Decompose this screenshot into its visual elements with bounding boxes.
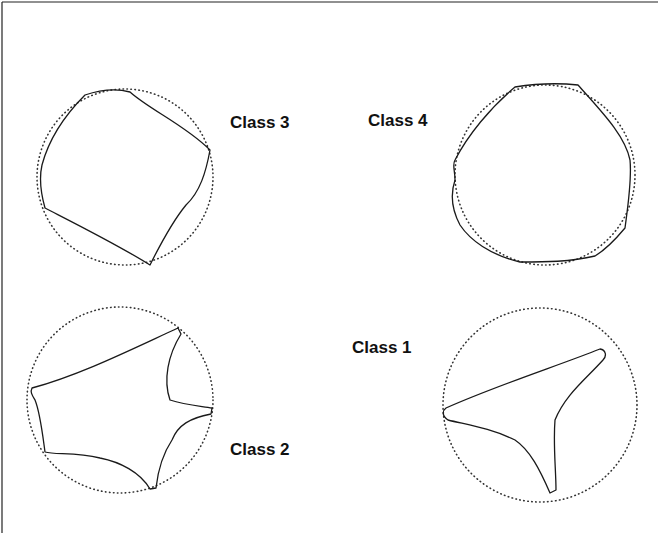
particle-outlines <box>31 84 630 493</box>
class-label: Class 4 <box>368 112 428 131</box>
frame-line <box>2 1 658 2</box>
frame-line <box>1 2 2 533</box>
bounding-circle <box>27 307 213 493</box>
class-label: Class 1 <box>352 339 412 358</box>
bounding-circle <box>455 85 635 265</box>
particle-outline <box>452 84 630 262</box>
class-label: Class 3 <box>230 114 290 133</box>
dotted-circles <box>27 85 637 502</box>
particle-outline <box>40 90 210 265</box>
class-label: Class 2 <box>230 441 290 460</box>
bounding-circle <box>37 89 213 265</box>
particle-outline <box>31 328 212 489</box>
particle-outline <box>443 349 605 493</box>
bounding-circle <box>443 308 637 502</box>
